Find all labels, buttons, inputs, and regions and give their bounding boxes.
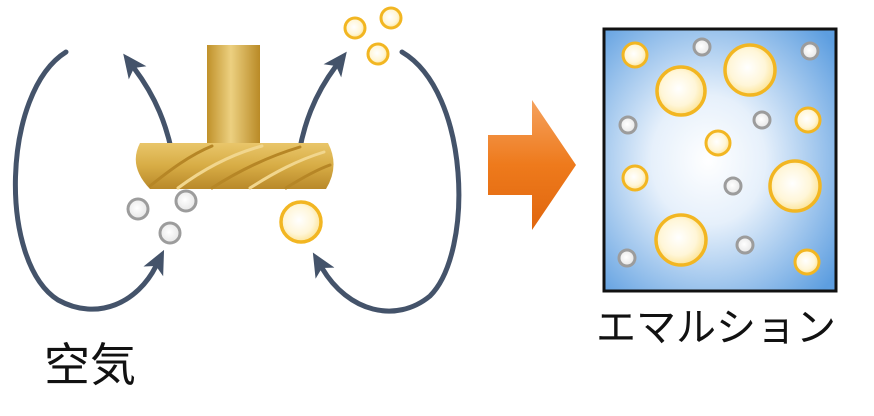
right-arrow-icon [488,100,576,230]
oil-droplet [793,248,821,276]
impeller-icon [135,45,334,190]
air-bubble [126,197,150,221]
oil-droplet [704,129,732,157]
oil-droplet [366,42,390,66]
right-outer-flow-arrow [312,49,462,314]
emulsion-box [602,27,838,293]
oil-droplet [723,43,777,97]
emulsion-label: エマルション [596,305,836,351]
air-bubble [692,37,712,57]
impeller-grooves [148,144,332,190]
air-bubble [800,41,820,61]
air-label: 空気 [44,338,136,392]
oil-droplet [343,16,367,40]
oil-droplet [768,159,822,213]
impeller-rotor [135,143,334,189]
oil-droplet [794,106,822,134]
impeller-shaft [207,45,260,147]
air-bubble [158,221,182,245]
oil-droplet [279,200,323,244]
air-bubble [618,115,638,135]
air-bubble [752,110,772,130]
air-bubble [174,189,198,213]
oil-droplet [655,65,707,117]
oil-droplet [654,213,708,267]
air-bubble [735,235,755,255]
oil-droplet [621,164,649,192]
oil-droplet [379,6,403,30]
oil-droplet [621,41,649,69]
air-bubble [617,248,637,268]
left-outer-flow-arrow [13,49,165,312]
air-bubble [723,176,743,196]
